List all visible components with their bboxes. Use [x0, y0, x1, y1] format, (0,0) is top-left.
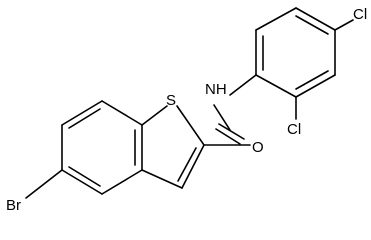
bond: [177, 147, 197, 182]
bond: [295, 7, 336, 31]
bonds: [25, 7, 354, 199]
molecule-structure-drawing: Br S O NH Cl Cl: [6, 6, 367, 214]
bond: [295, 74, 336, 98]
bond: [68, 108, 101, 129]
bond: [101, 169, 143, 195]
amide-nh-label: NH: [205, 81, 227, 98]
bond: [68, 166, 101, 187]
bond: [295, 70, 329, 90]
oxygen-label: O: [252, 139, 264, 156]
bond: [229, 74, 257, 96]
bond: [25, 169, 63, 199]
bond: [255, 7, 297, 31]
bond: [61, 100, 103, 126]
bond: [255, 74, 297, 98]
bromine-label: Br: [6, 197, 21, 214]
atom-labels: Br S O NH Cl Cl: [6, 6, 367, 214]
bond: [334, 19, 354, 31]
bond: [213, 104, 231, 131]
bond: [101, 100, 143, 126]
chlorine-label: Cl: [287, 121, 301, 138]
bond: [61, 169, 103, 195]
bond: [295, 15, 329, 35]
chlorine-label: Cl: [353, 6, 367, 23]
bond: [181, 144, 205, 189]
bond: [215, 128, 241, 145]
sulfur-label: S: [166, 92, 176, 109]
bond: [218, 123, 245, 140]
bond: [176, 105, 205, 146]
bond: [141, 169, 183, 189]
bond: [141, 105, 168, 126]
